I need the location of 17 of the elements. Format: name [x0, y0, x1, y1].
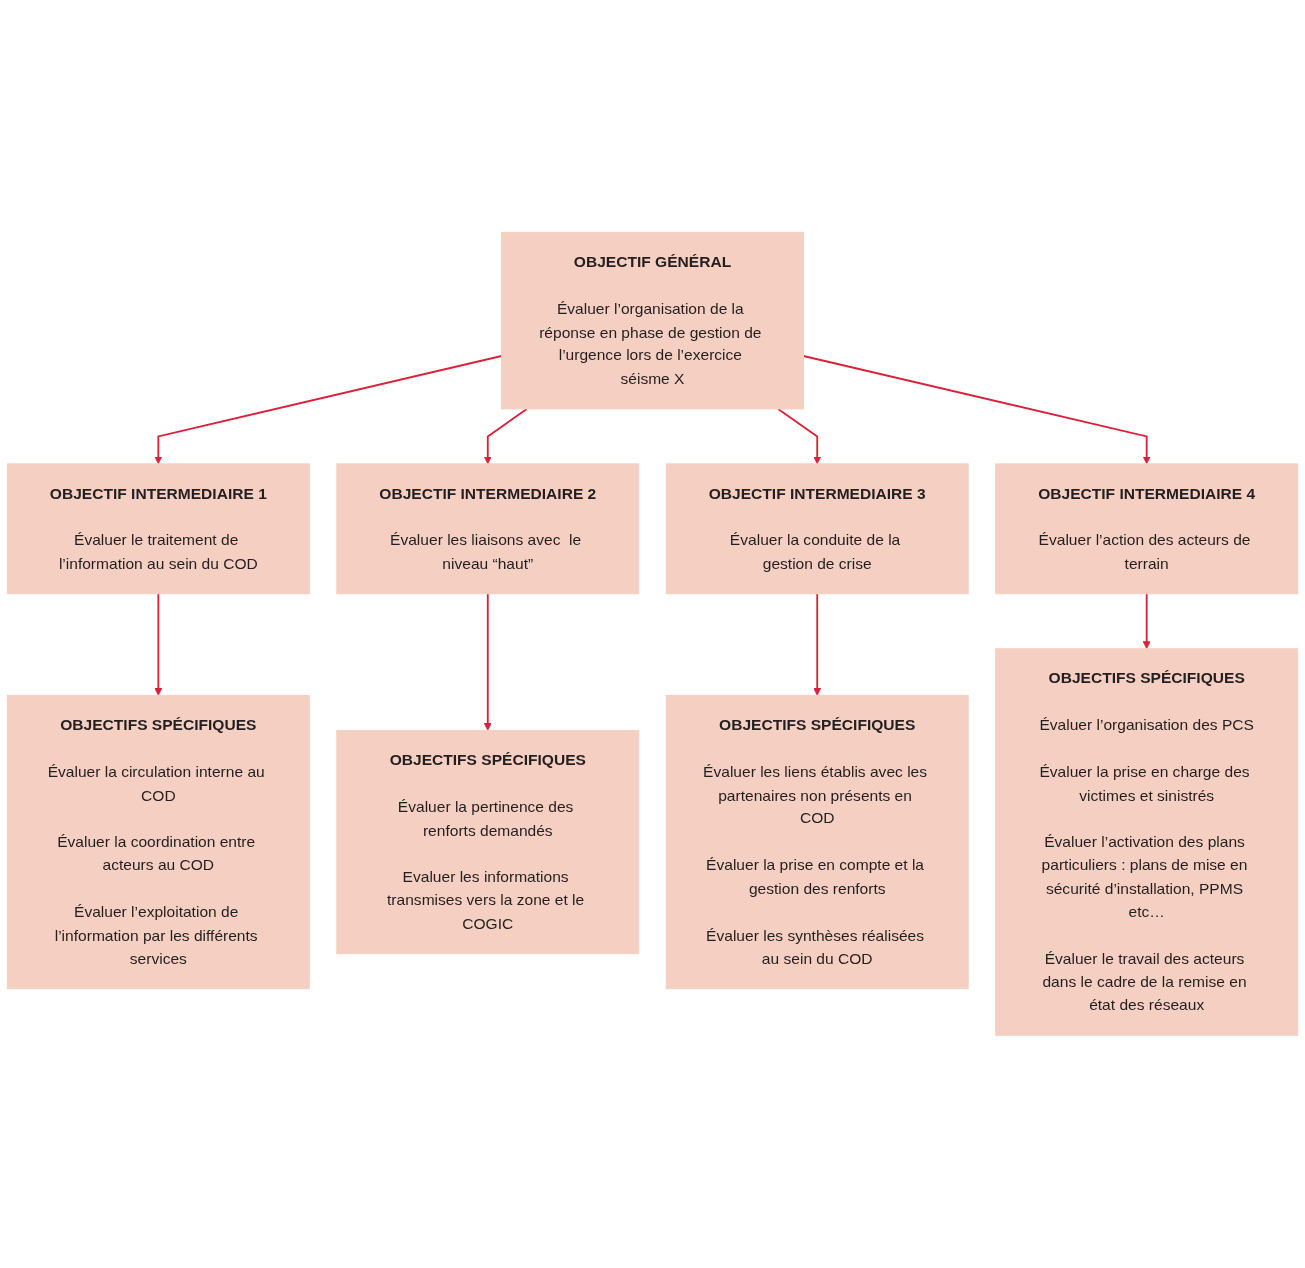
node-box: OBJECTIFS SPÉCIFIQUES Évaluer la circulation interne au COD Évaluer la coordination entre acteurs au COD Évaluer l’exploitation de l’information par les différents services [6, 695, 310, 990]
arrow [483, 593, 492, 731]
arrow [154, 593, 163, 696]
arrow [777, 408, 822, 465]
arrow [483, 408, 528, 465]
node-box: OBJECTIFS SPÉCIFIQUES Évaluer l’organisation des PCS Évaluer la prise en charge des victimes et sinistrés Évaluer l’activation des plans particuliers : plans de mise en sécurité d’installation, PPMS etc… Évaluer le travail des acteurs dans le cadre de la remise en état des réseaux [995, 648, 1299, 1036]
node-box: OBJECTIF INTERMEDIAIRE 1 Évaluer le traitement de l’information au sein du COD [6, 463, 310, 595]
arrow [1142, 593, 1151, 650]
arrow [154, 355, 503, 465]
node-box: OBJECTIF INTERMEDIAIRE 4 Évaluer l’action des acteurs de terrain [995, 463, 1299, 595]
node-box: OBJECTIF INTERMEDIAIRE 2 Évaluer les liaisons avec le niveau “haut” [336, 463, 640, 595]
node-box: OBJECTIF INTERMEDIAIRE 3 Évaluer la conduite de la gestion de crise [665, 463, 969, 595]
node-box: OBJECTIFS SPÉCIFIQUES Évaluer la pertinence des renforts demandés Evaluer les informations transmises vers la zone et le COGIC [336, 730, 640, 955]
arrow [802, 355, 1151, 465]
node-box: OBJECTIFS SPÉCIFIQUES Évaluer les liens établis avec les partenaires non présents en COD Évaluer la prise en compte et la gestion des renforts Évaluer les synthèses réalisées au sein du COD [665, 695, 969, 990]
arrow [813, 593, 822, 696]
node-box: OBJECTIF GÉNÉRAL Évaluer l’organisation de la réponse en phase de gestion de l’urgence lors de l’exercice séisme X [501, 232, 804, 410]
